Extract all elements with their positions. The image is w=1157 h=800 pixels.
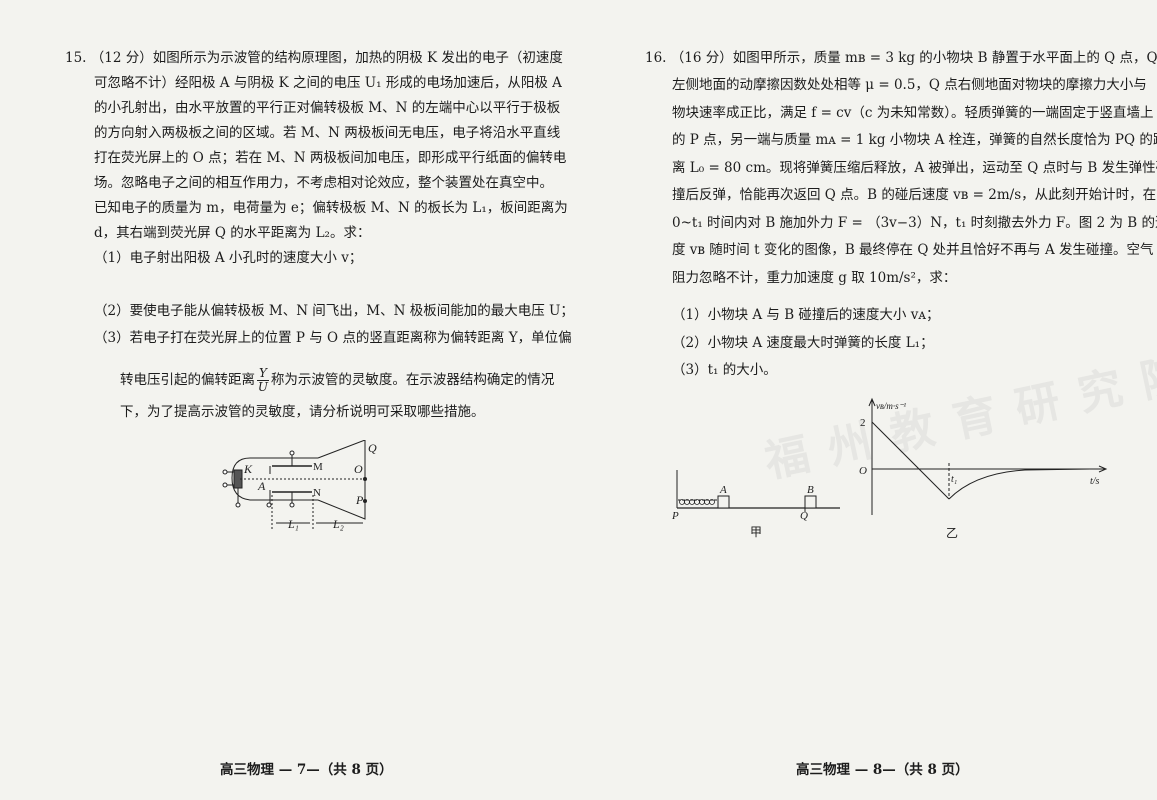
- q16-line: 离 L₀ = 80 cm。现将弹簧压缩后释放，A 被弹出，运动至 Q 点时与 B…: [672, 160, 1157, 176]
- q15-sub3: （3）若电子打在荧光屏上的位置 P 与 O 点的竖直距离称为偏转距离 Y，单位偏: [94, 330, 572, 346]
- q16-line: 0~t₁ 时间内对 B 施加外力 F = （3v−3）N，t₁ 时刻撤去外力 F…: [672, 215, 1157, 231]
- label-O: O: [354, 462, 363, 476]
- q15-sub2: （2）要使电子能从偏转极板 M、N 间飞出，M、N 极板间能加的最大电压 U；: [94, 303, 574, 319]
- numerator: Y: [257, 366, 269, 381]
- q16-line: 左侧地面的动摩擦因数处处相等 μ = 0.5，Q 点右侧地面对物块的摩擦力大小与: [672, 77, 1147, 93]
- label-A: A: [257, 479, 266, 493]
- oscilloscope-tube-diagram: K A Q O P L₁ L₂ M N: [222, 440, 377, 531]
- q16-sub3: （3）t₁ 的大小。: [672, 362, 777, 378]
- label-P: P: [671, 510, 679, 522]
- denominator: U: [257, 380, 269, 394]
- q16-line: 16. （16 分）如图甲所示，质量 mʙ = 3 kg 的小物块 B 静置于水…: [645, 50, 1157, 66]
- page-footer-right: 高三物理 — 8—（共 8 页）: [796, 762, 969, 778]
- label-N: N: [313, 487, 321, 499]
- origin-label: O: [859, 465, 867, 477]
- q15-sub3-line3: 下，为了提高示波管的灵敏度，请分析说明可采取哪些措施。: [120, 404, 485, 420]
- q16-sub2: （2）小物块 A 速度最大时弹簧的长度 L₁；: [672, 335, 934, 351]
- q15-line: d，其右端到荧光屏 Q 的水平距离为 L₂。求：: [94, 225, 371, 241]
- text: 称为示波管的灵敏度。在示波器结构确定的情况: [270, 372, 555, 388]
- q15-line: 可忽略不计）经阳极 A 与阴极 K 之间的电压 U₁ 形成的电场加速后，从阳极 …: [94, 75, 562, 91]
- label-L1: L₁: [287, 517, 299, 531]
- label-K: K: [243, 462, 253, 476]
- y-axis-label: vʙ/m·s⁻¹: [876, 401, 906, 411]
- page-footer-left: 高三物理 — 7—（共 8 页）: [220, 762, 393, 778]
- q16-line: 度 vʙ 随时间 t 变化的图像，B 最终停在 Q 处并且恰好不再与 A 发生碰…: [672, 242, 1154, 258]
- q16-line: 撞后反弹，恰能再次返回 Q 点。B 的碰后速度 vʙ = 2m/s，从此刻开始计…: [672, 187, 1157, 203]
- label-M: M: [313, 461, 323, 473]
- label-A: A: [719, 484, 727, 496]
- figure-yi-velocity-time-graph: vʙ/m·s⁻¹ 2 O t₁ t/s 乙: [859, 397, 1108, 540]
- label-L2: L₂: [332, 517, 344, 531]
- x-axis-label: t/s: [1090, 476, 1100, 487]
- q16-line: 阻力忽略不计，重力加速度 g 取 10m/s²，求：: [672, 270, 957, 286]
- label-B: B: [807, 484, 814, 496]
- figure-jia-spring-blocks: P A B Q 甲: [671, 470, 840, 539]
- label-Q: Q: [800, 510, 808, 522]
- caption-yi: 乙: [946, 526, 958, 540]
- text: 转电压引起的偏转距离: [120, 372, 255, 388]
- velocity-line-segment: [871, 421, 950, 500]
- label-P: P: [355, 493, 364, 507]
- q16-line: 的 P 点，另一端与质量 mᴀ = 1 kg 小物块 A 栓连，弹簧的自然长度恰…: [672, 132, 1157, 148]
- x-axis-arrow: [1098, 465, 1108, 473]
- q16-sub1: （1）小物块 A 与 B 碰撞后的速度大小 vᴀ；: [672, 307, 940, 323]
- q16-line: 物块速率成正比，满足 f = cv（c 为未知常数）。轻质弹簧的一端固定于竖直墙…: [672, 105, 1154, 121]
- t1-label: t₁: [951, 474, 957, 485]
- q15-line: 已知电子的质量为 m，电荷量为 e；偏转极板 M、N 的板长为 L₁，板间距离为: [94, 200, 568, 216]
- y-axis-arrow: [868, 397, 876, 407]
- q15-line: 打在荧光屏上的 O 点；若在 M、N 两极板间加电压，即形成平行纸面的偏转电: [94, 150, 567, 166]
- q15-line: 场。忽略电子之间的相互作用力，不考虑相对论效应，整个装置处在真空中。: [94, 175, 553, 191]
- label-Q: Q: [368, 441, 377, 455]
- q15-sub1: （1）电子射出阳极 A 小孔时的速度大小 v；: [94, 250, 363, 266]
- q15-line: 15. （12 分）如图所示为示波管的结构原理图，加热的阴极 K 发出的电子（初…: [65, 50, 563, 66]
- velocity-decay-curve: [948, 468, 1091, 500]
- q15-line: 的小孔射出，由水平放置的平行正对偏转极板 M、N 的左端中心以平行于极板: [94, 100, 561, 116]
- y-tick-2: 2: [860, 417, 866, 429]
- caption-jia: 甲: [750, 525, 762, 539]
- q15-line: 的方向射入两极板之间的区域。若 M、N 两极板间无电压，电子将沿水平直线: [94, 125, 561, 141]
